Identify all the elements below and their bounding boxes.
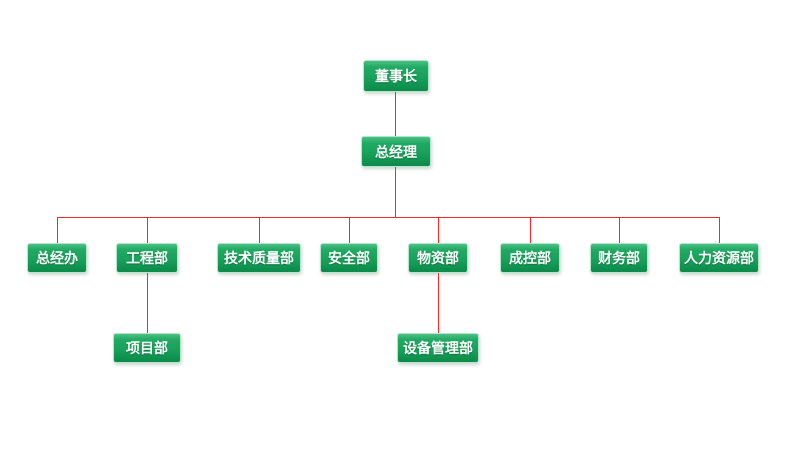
node-label: 董事长 [375, 68, 417, 84]
node-label: 成控部 [509, 250, 551, 266]
node-label: 总经办 [36, 250, 78, 266]
connector-bus [57, 217, 720, 218]
connector-drop-2 [147, 217, 148, 243]
node-label: 总经理 [375, 143, 417, 160]
connector-drop-8 [719, 217, 720, 243]
node-label: 技术质量部 [224, 250, 294, 266]
sub-dept-node-equipment-management: 设备管理部 [397, 333, 479, 363]
dept-node-safety: 安全部 [320, 243, 378, 273]
node-label: 工程部 [126, 250, 168, 266]
dept-node-human-resources: 人力资源部 [679, 243, 759, 273]
connector-drop-6 [530, 217, 531, 243]
org-node-general-manager: 总经理 [361, 136, 431, 167]
node-label: 人力资源部 [684, 250, 754, 266]
node-label: 设备管理部 [403, 340, 473, 356]
connector-drop-1 [57, 217, 58, 243]
connector-drop-3 [259, 217, 260, 243]
dept-node-gm-office: 总经办 [27, 243, 87, 273]
node-label: 安全部 [328, 250, 370, 266]
node-label: 财务部 [598, 250, 640, 266]
dept-node-cost-control: 成控部 [500, 243, 560, 273]
connector-materials-equipment [438, 273, 439, 333]
dept-node-tech-quality: 技术质量部 [217, 243, 301, 273]
connector-chairman-gm [395, 92, 396, 136]
connector-gm-bus [395, 167, 396, 217]
dept-node-materials: 物资部 [408, 243, 468, 273]
dept-node-engineering: 工程部 [116, 243, 178, 273]
connector-drop-4 [349, 217, 350, 243]
node-label: 项目部 [126, 340, 168, 356]
dept-node-finance: 财务部 [590, 243, 648, 273]
connector-engineering-project [147, 273, 148, 333]
connector-drop-7 [619, 217, 620, 243]
org-node-chairman: 董事长 [363, 60, 429, 92]
node-label: 物资部 [417, 250, 459, 266]
sub-dept-node-project: 项目部 [113, 333, 181, 363]
connector-drop-5 [438, 217, 439, 243]
